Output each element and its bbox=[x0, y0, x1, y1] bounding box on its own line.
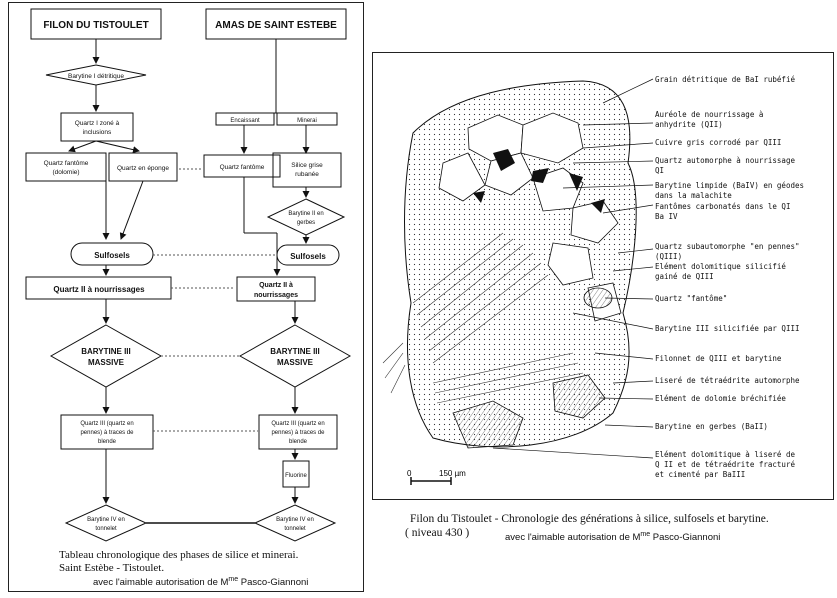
encaissant-label: Encaissant bbox=[230, 118, 260, 124]
legend-label-13: Elément dolomitique silicifié bbox=[655, 262, 786, 271]
quartz2-right-node bbox=[236, 276, 316, 302]
fluorine-node bbox=[282, 460, 310, 488]
legend-label-17: Filonnet de QIII et barytine bbox=[655, 354, 782, 363]
legend-label-23: et cimenté par BaIII bbox=[655, 470, 745, 479]
right-credit: avec l'aimable autorisation de Mme Pasco… bbox=[505, 531, 720, 543]
right-caption-line-2: ( niveau 430 ) bbox=[405, 527, 470, 539]
thin-section-drawing-panel: 0 150 µm Grain détritique de BaI rubéfié… bbox=[372, 52, 834, 500]
barytine3-right-label-1: BARYTINE III bbox=[270, 347, 319, 356]
sulfosels-right-label: Sulfosels bbox=[290, 252, 326, 261]
barytine4-right-label-1: Barytine IV en bbox=[276, 517, 314, 523]
barytine-detritique-label: Barytine I détritique bbox=[68, 73, 124, 80]
legend-label-2: Auréole de nourrissage à bbox=[655, 110, 763, 119]
legend-label-10: Ba IV bbox=[655, 212, 678, 221]
legend-label-15: Quartz "fantôme" bbox=[655, 294, 727, 303]
sulfosels-left-node bbox=[70, 242, 154, 266]
thin-section-drawing: 0 150 µm bbox=[382, 80, 637, 485]
quartz-zone-label-2: inclusions bbox=[83, 129, 112, 136]
barytine4-left-label-1: Barytine IV en bbox=[87, 517, 125, 523]
left-caption-line-1: Tableau chronologique des phases de sili… bbox=[59, 549, 299, 561]
legend-label-1: Grain détritique de BaI rubéfié bbox=[655, 75, 795, 84]
barytine3-right-label-2: MASSIVE bbox=[277, 358, 314, 367]
legend-label-22: Q II et de tétraédrite fracturé bbox=[655, 460, 795, 469]
left-caption-line-2: Saint Estèbe - Tistoulet. bbox=[59, 562, 165, 574]
minerai-label: Minerai bbox=[297, 118, 317, 124]
thin-section-svg: 0 150 µm Grain détritique de BaI rubéfié… bbox=[382, 75, 804, 485]
barytine3-left-label-1: BARYTINE III bbox=[81, 347, 130, 356]
quartz2-right-label-1: Quartz II à bbox=[259, 282, 293, 289]
barytine-gerbes-label-1: Barytine II en bbox=[288, 211, 323, 217]
leader-lines bbox=[492, 78, 654, 459]
minerai-node bbox=[276, 112, 338, 126]
quartz3-right-label-3: blende bbox=[289, 439, 308, 445]
barytine4-right-label-2: tonnelet bbox=[284, 526, 306, 532]
scale-bar bbox=[410, 477, 452, 485]
legend-label-16: Barytine III silicifiée par QIII bbox=[655, 324, 800, 333]
sulfosels-left-label: Sulfosels bbox=[94, 251, 130, 260]
right-credit-name: Pasco-Giannoni bbox=[650, 532, 721, 544]
quartz-fantome-label: Quartz fantôme bbox=[220, 164, 265, 171]
scale-zero: 0 bbox=[407, 469, 412, 478]
legend-label-12: (QIII) bbox=[655, 252, 682, 261]
right-caption-line-1: Filon du Tistoulet - Chronologie des gén… bbox=[410, 513, 769, 525]
legend: Grain détritique de BaI rubéfié Auréole … bbox=[655, 75, 804, 479]
barytine4-left-node bbox=[64, 504, 148, 542]
left-credit: avec l'aimable autorisation de Mme Pasco… bbox=[93, 576, 308, 588]
quartz3-left-label-3: blende bbox=[98, 439, 117, 445]
legend-label-20: Barytine en gerbes (BaII) bbox=[655, 422, 768, 431]
quartz-fantome-dolomie-node bbox=[25, 152, 107, 182]
barytine-gerbes-node bbox=[266, 198, 346, 236]
quartz3-right-label-1: Quartz III (quartz en bbox=[271, 421, 324, 427]
right-credit-sup: me bbox=[640, 531, 651, 538]
legend-label-14: gainé de QIII bbox=[655, 272, 714, 281]
left-credit-name: Pasco-Giannoni bbox=[238, 577, 309, 589]
legend-label-4: Cuivre gris corrodé par QIII bbox=[655, 138, 781, 147]
legend-label-5: Quartz automorphe à nourrissage bbox=[655, 156, 795, 165]
legend-label-11: Quartz subautomorphe "en pennes" bbox=[655, 242, 800, 251]
barytine-gerbes-label-2: gerbes bbox=[297, 220, 315, 226]
silice-grise-label-2: rubanée bbox=[295, 171, 319, 178]
left-credit-prefix: avec l'aimable autorisation de M bbox=[93, 577, 229, 589]
quartz2-left-label: Quartz II à nourrissages bbox=[53, 285, 145, 294]
fluorine-label: Fluorine bbox=[285, 473, 307, 479]
encaissant-node bbox=[215, 112, 275, 126]
legend-label-9: Fantômes carbonatés dans le QI bbox=[655, 202, 790, 211]
legend-label-3: anhydrite (QII) bbox=[655, 120, 723, 129]
quartz-fantome-node bbox=[203, 154, 281, 178]
header-saint-estebe: AMAS DE SAINT ESTEBE bbox=[215, 20, 337, 31]
quartz3-right-label-2: pennes) à traces de bbox=[271, 430, 325, 436]
legend-label-19: Elément de dolomie bréchifiée bbox=[655, 394, 786, 403]
quartz3-right-node bbox=[258, 414, 338, 450]
quartz-fantome-dolomie-label-1: Quartz fantôme bbox=[44, 160, 89, 167]
quartz-zone-label-1: Quartz I zoné à bbox=[75, 120, 120, 127]
quartz3-left-node bbox=[60, 414, 154, 450]
legend-label-6: QI bbox=[655, 166, 664, 175]
flowchart-svg: FILON DU TISTOULET AMAS DE SAINT ESTEBE … bbox=[25, 8, 352, 542]
silice-grise-label-1: Silice grise bbox=[291, 162, 323, 169]
legend-label-7: Barytine limpide (BaIV) en géodes bbox=[655, 181, 804, 190]
barytine3-left-label-2: MASSIVE bbox=[88, 358, 125, 367]
quartz-fantome-dolomie-label-2: (dolomie) bbox=[52, 169, 79, 176]
barytine4-right-node bbox=[253, 504, 337, 542]
quartz2-right-label-2: nourrissages bbox=[254, 292, 298, 299]
quartz-eponge-label: Quartz en éponge bbox=[117, 165, 169, 172]
left-credit-sup: me bbox=[228, 576, 239, 583]
quartz-zone-node bbox=[60, 112, 134, 142]
silice-grise-node bbox=[272, 152, 342, 188]
right-credit-prefix: avec l'aimable autorisation de M bbox=[505, 532, 641, 544]
chronology-flowchart-panel: FILON DU TISTOULET AMAS DE SAINT ESTEBE … bbox=[8, 2, 364, 592]
barytine3-left-node bbox=[49, 324, 163, 388]
legend-label-18: Liseré de tétraédrite automorphe bbox=[655, 376, 800, 385]
legend-label-8: dans la malachite bbox=[655, 191, 732, 200]
quartz3-left-label-1: Quartz III (quartz en bbox=[80, 421, 133, 427]
quartz3-left-label-2: pennes) à traces de bbox=[80, 430, 134, 436]
legend-label-21: Elément dolomitique à liseré de bbox=[655, 450, 795, 459]
scale-value: 150 µm bbox=[439, 469, 466, 478]
header-tistoulet: FILON DU TISTOULET bbox=[43, 20, 148, 31]
barytine3-right-node bbox=[238, 324, 352, 388]
barytine4-left-label-2: tonnelet bbox=[95, 526, 117, 532]
